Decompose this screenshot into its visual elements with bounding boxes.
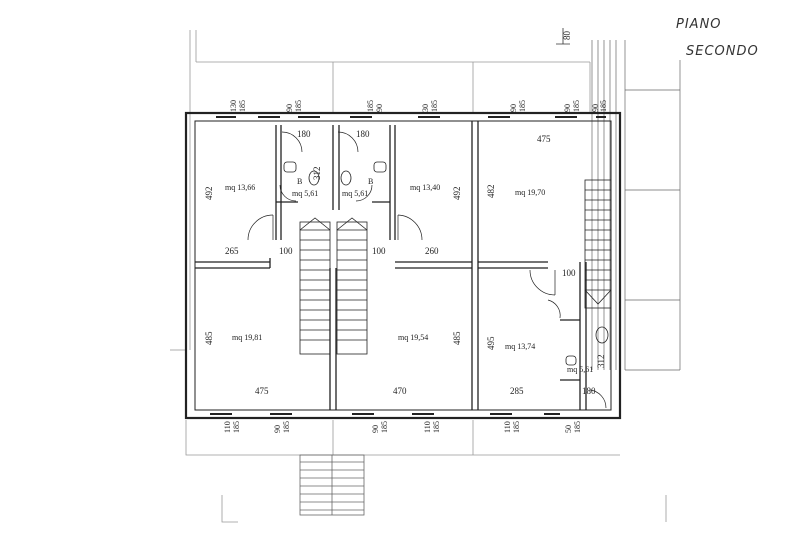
top-win-dim-13: 185 bbox=[599, 100, 608, 112]
room-8-area: mq 13,74 bbox=[505, 342, 535, 351]
top-win-dim-6: 30 bbox=[421, 104, 430, 112]
room-4-area: mq 13,40 bbox=[410, 183, 440, 192]
entry-stair bbox=[299, 454, 365, 516]
top-win-dim-9: 185 bbox=[518, 100, 527, 112]
terrace-outline bbox=[170, 30, 667, 523]
room-5-area: mq 19,70 bbox=[515, 188, 545, 197]
dim-r8-h: 495 bbox=[486, 336, 496, 350]
sanitary-fixtures bbox=[283, 161, 609, 366]
room-2-area: mq 5,61 bbox=[292, 189, 318, 198]
dim-r1-w: 265 bbox=[225, 246, 239, 256]
bottom-win-dim-4: 90 bbox=[371, 425, 380, 433]
dim-r2-h: 312 bbox=[312, 167, 322, 181]
dim-door-a: 100 bbox=[279, 246, 293, 256]
dim-door-c: 100 bbox=[562, 268, 576, 278]
level-mark-label: 80 bbox=[562, 31, 572, 41]
room-7-area: mq 19,54 bbox=[398, 333, 428, 342]
dim-r6-w: 475 bbox=[255, 386, 269, 396]
level-mark: 80 bbox=[556, 28, 572, 45]
top-win-dim-12: 90 bbox=[591, 104, 600, 112]
interior-walls bbox=[195, 121, 587, 410]
top-win-dim-7: 185 bbox=[430, 100, 439, 112]
bottom-win-dim-6: 110 bbox=[423, 421, 432, 433]
internal-stair-left bbox=[299, 217, 331, 355]
top-win-dim-1: 185 bbox=[238, 100, 247, 112]
top-win-dim-8: 90 bbox=[509, 104, 518, 112]
top-win-dim-11: 185 bbox=[572, 100, 581, 112]
bottom-win-dim-1: 185 bbox=[232, 421, 241, 433]
top-win-dim-2: 90 bbox=[285, 104, 294, 112]
room-1-area: mq 13,66 bbox=[225, 183, 255, 192]
room-9-area: mq 5,61 bbox=[567, 365, 593, 374]
dim-r8-w: 285 bbox=[510, 386, 524, 396]
dim-door-b: 100 bbox=[372, 246, 386, 256]
bottom-win-dim-9: 185 bbox=[512, 421, 521, 433]
room-3-area: mq 5,61 bbox=[342, 189, 368, 198]
plan-title-line1: PIANO bbox=[676, 17, 722, 32]
top-win-dim-5: 90 bbox=[375, 104, 384, 112]
room-2-tag: B bbox=[297, 177, 302, 186]
room-6-area: mq 19,81 bbox=[232, 333, 262, 342]
external-stair bbox=[591, 40, 681, 371]
internal-stair-east bbox=[584, 179, 612, 309]
dim-r1-h: 492 bbox=[204, 187, 214, 201]
bottom-win-dim-5: 185 bbox=[380, 421, 389, 433]
room-3-tag: B bbox=[368, 177, 373, 186]
dim-r3-w: 180 bbox=[356, 129, 370, 139]
bottom-win-dim-11: 185 bbox=[573, 421, 582, 433]
window-marks bbox=[210, 116, 606, 415]
bottom-win-dim-2: 90 bbox=[273, 425, 282, 433]
outer-wall bbox=[184, 111, 622, 420]
dim-r4-w: 260 bbox=[425, 246, 439, 256]
top-win-dim-4: 185 bbox=[366, 100, 375, 112]
bottom-win-dim-0: 110 bbox=[223, 421, 232, 433]
plan-title-line2: SECONDO bbox=[686, 44, 759, 59]
bottom-win-dim-7: 185 bbox=[432, 421, 441, 433]
door-swings bbox=[247, 131, 607, 409]
dim-r7-w: 470 bbox=[393, 386, 407, 396]
top-win-dim-3: 185 bbox=[294, 100, 303, 112]
dim-r5-w: 475 bbox=[537, 134, 551, 144]
dim-r2-w: 180 bbox=[297, 129, 311, 139]
bottom-win-dim-10: 50 bbox=[564, 425, 573, 433]
top-win-dim-0: 130 bbox=[229, 100, 238, 112]
bottom-win-dim-3: 185 bbox=[282, 421, 291, 433]
internal-stair-right bbox=[336, 217, 368, 355]
dim-r5-h: 482 bbox=[486, 185, 496, 199]
dim-r9-h: 312 bbox=[596, 355, 606, 369]
dim-r6-h: 485 bbox=[204, 331, 214, 345]
dim-r9-w: 180 bbox=[582, 386, 596, 396]
bottom-win-dim-8: 110 bbox=[503, 421, 512, 433]
top-win-dim-10: 90 bbox=[563, 104, 572, 112]
dim-r4-h: 492 bbox=[452, 187, 462, 201]
dim-r7-h: 485 bbox=[452, 331, 462, 345]
